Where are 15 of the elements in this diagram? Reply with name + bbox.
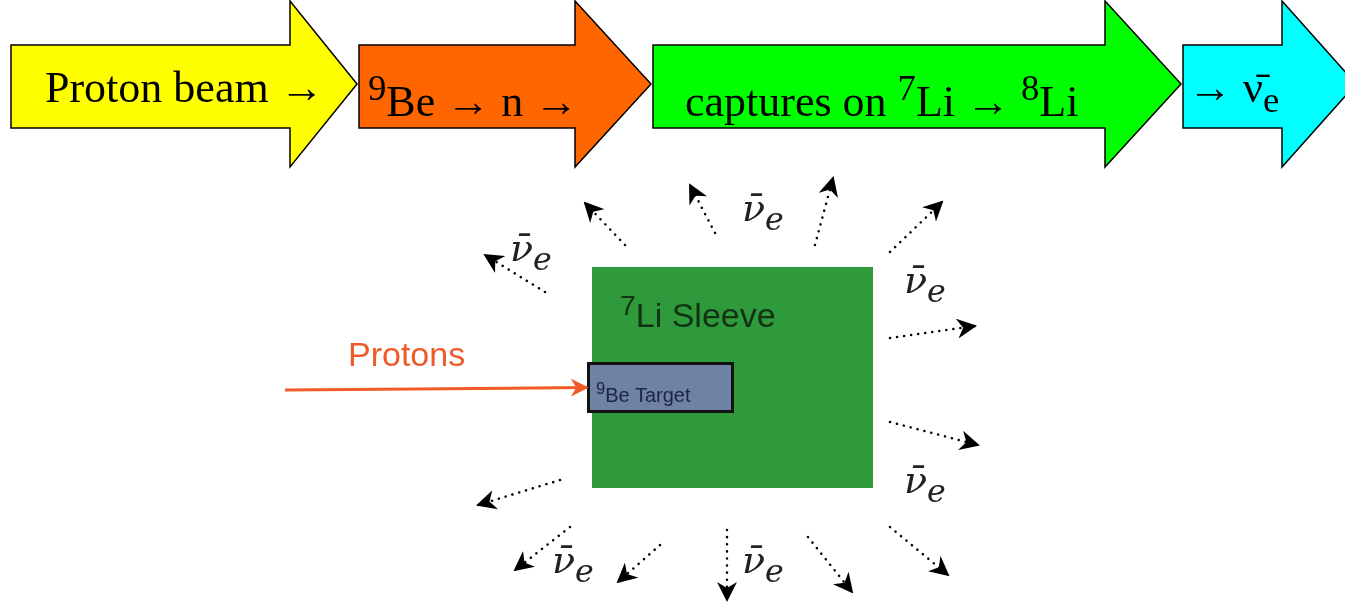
edge-label: Protons bbox=[348, 334, 466, 374]
antineutrino-label: ν̄$_{e}$ bbox=[510, 226, 552, 279]
target-block bbox=[587, 362, 734, 413]
antineutrino-label: ν̄$_{e}$ bbox=[904, 258, 946, 311]
antineutrino-label: ν̄$_{e}$ bbox=[552, 538, 594, 591]
node-label: $^{7}$Li Sleeve bbox=[620, 288, 776, 336]
node-label: → ν̄$_{e}$ bbox=[1188, 62, 1280, 122]
node-label: Proton beam → bbox=[45, 62, 324, 114]
antineutrino-label: ν̄$_{e}$ bbox=[904, 458, 946, 511]
antineutrino-label: ν̄$_{e}$ bbox=[742, 186, 784, 239]
arrow bbox=[285, 378, 589, 397]
node-label: $^{9}$Be → n → bbox=[368, 66, 579, 128]
node-label: $^{9}$Be Target bbox=[596, 378, 691, 408]
antineutrino-label: ν̄$_{e}$ bbox=[742, 538, 784, 591]
node-label: captures on $^{7}$Li → $^{8}$Li bbox=[685, 66, 1079, 128]
